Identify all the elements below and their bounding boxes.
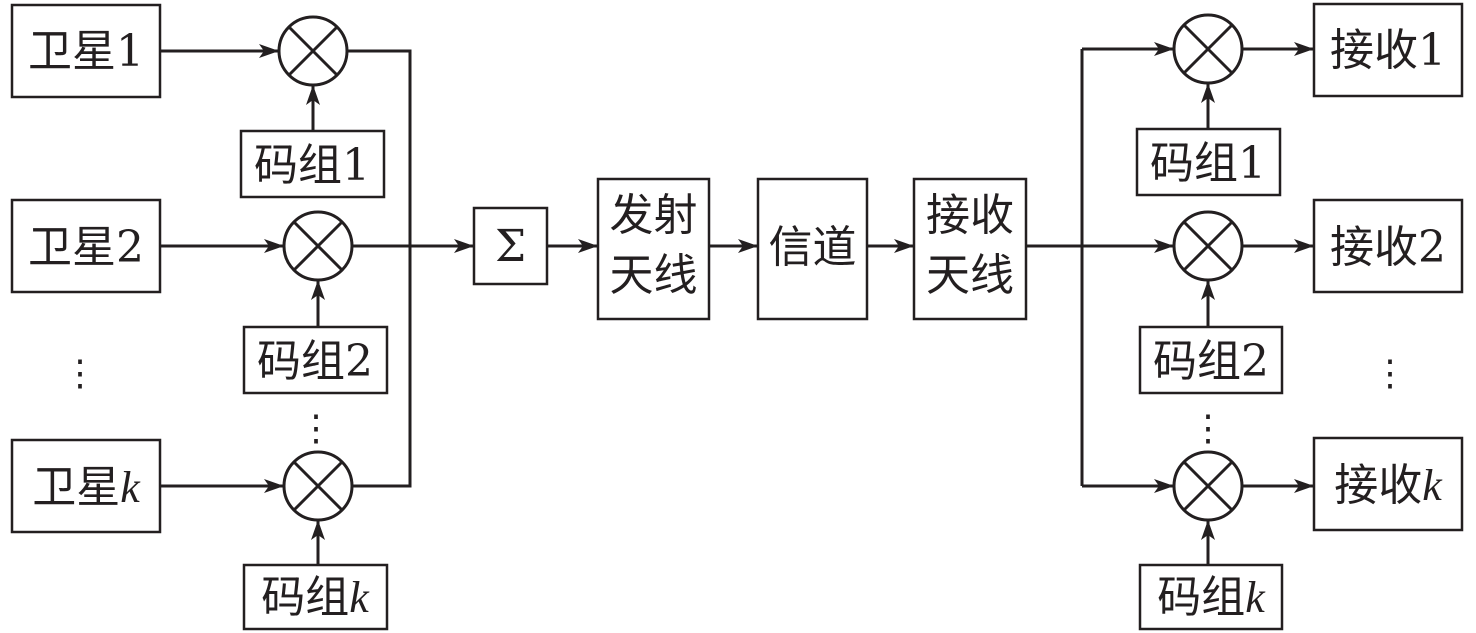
tx-mixer-k — [282, 450, 354, 522]
rx-code-k-block: 码组k — [1138, 563, 1284, 631]
tx-mixer-1 — [277, 15, 349, 87]
satellite-1-index: 1 — [116, 26, 144, 77]
svg-text:接收1: 接收1 — [1330, 25, 1446, 76]
tx-code-1-prefix: 码组 — [254, 140, 342, 191]
tx-code-2-prefix: 码组 — [257, 336, 345, 387]
svg-text:卫星1: 卫星1 — [28, 26, 144, 77]
tx-code-k-index: k — [349, 573, 370, 622]
rx-code-k-index: k — [1245, 573, 1266, 622]
svg-text:接收k: 接收k — [1334, 460, 1443, 511]
rx-output-2-prefix: 接收 — [1330, 222, 1418, 273]
satellite-2-block: 卫星2 — [10, 198, 162, 294]
rx-mixer-k — [1172, 450, 1244, 522]
svg-text:卫星k: 卫星k — [32, 462, 141, 513]
rx-antenna-line-2: 天线 — [926, 250, 1014, 301]
tx-mixer-2 — [282, 210, 354, 282]
tx-antenna-line-1: 发射 — [610, 190, 698, 241]
rx-output-1-index: 1 — [1418, 25, 1446, 76]
rx-output-1-prefix: 接收 — [1330, 25, 1418, 76]
tx-code-1-index: 1 — [342, 140, 370, 191]
satellite-1-prefix: 卫星 — [28, 26, 116, 77]
rx-antenna-block: 接收 天线 — [912, 177, 1028, 321]
tx-code-k-prefix: 码组 — [261, 572, 349, 623]
svg-text:码组1: 码组1 — [1150, 138, 1266, 189]
rx-code-1-block: 码组1 — [1135, 127, 1282, 197]
satellite-ellipsis: ⋮ — [62, 353, 98, 394]
channel-label: 信道 — [769, 222, 857, 273]
satellite-k-prefix: 卫星 — [32, 462, 120, 513]
rx-code-2-prefix: 码组 — [1153, 336, 1241, 387]
rx-mixer-2 — [1172, 210, 1244, 282]
sum-symbol: Σ — [495, 221, 526, 272]
rx-code-2-index: 2 — [1241, 336, 1269, 387]
tx-code-2-block: 码组2 — [242, 325, 389, 395]
rx-output-k-prefix: 接收 — [1334, 460, 1422, 511]
sum-block: Σ — [472, 206, 549, 286]
rx-code-2-block: 码组2 — [1138, 325, 1284, 395]
rx-output-2-index: 2 — [1418, 222, 1446, 273]
satellite-k-index: k — [120, 463, 141, 512]
tx-antenna-block: 发射 天线 — [596, 177, 711, 321]
rx-mixer-1 — [1172, 13, 1244, 85]
satellite-1-block: 卫星1 — [10, 3, 162, 99]
tx-antenna-line-2: 天线 — [610, 250, 698, 301]
rx-code-k-prefix: 码组 — [1157, 572, 1245, 623]
tx-code-1-block: 码组1 — [239, 129, 386, 199]
svg-text:接收2: 接收2 — [1330, 222, 1446, 273]
satellite-2-index: 2 — [116, 222, 144, 273]
rx-output-2-block: 接收2 — [1312, 198, 1464, 294]
rx-output-ellipsis: ⋮ — [1372, 353, 1408, 394]
satellite-k-block: 卫星k — [10, 438, 162, 534]
svg-text:码组2: 码组2 — [1153, 336, 1269, 387]
rx-code-1-index: 1 — [1238, 138, 1266, 189]
rx-output-k-index: k — [1422, 461, 1443, 510]
rx-code-ellipsis: ⋮ — [1190, 408, 1226, 449]
tx-combiner-bus — [347, 49, 412, 488]
tx-code-ellipsis: ⋮ — [298, 408, 334, 449]
channel-block: 信道 — [756, 177, 869, 321]
rx-antenna-line-1: 接收 — [926, 190, 1014, 241]
satellite-2-prefix: 卫星 — [28, 222, 116, 273]
svg-text:码组2: 码组2 — [257, 336, 373, 387]
svg-text:卫星2: 卫星2 — [28, 222, 144, 273]
rx-code-1-prefix: 码组 — [1150, 138, 1238, 189]
rx-output-k-block: 接收k — [1312, 436, 1464, 532]
tx-code-2-index: 2 — [345, 336, 373, 387]
rx-output-1-block: 接收1 — [1312, 2, 1464, 98]
tx-code-k-block: 码组k — [242, 563, 389, 631]
svg-text:码组k: 码组k — [1157, 572, 1266, 623]
svg-text:码组1: 码组1 — [254, 140, 370, 191]
svg-text:码组k: 码组k — [261, 572, 370, 623]
